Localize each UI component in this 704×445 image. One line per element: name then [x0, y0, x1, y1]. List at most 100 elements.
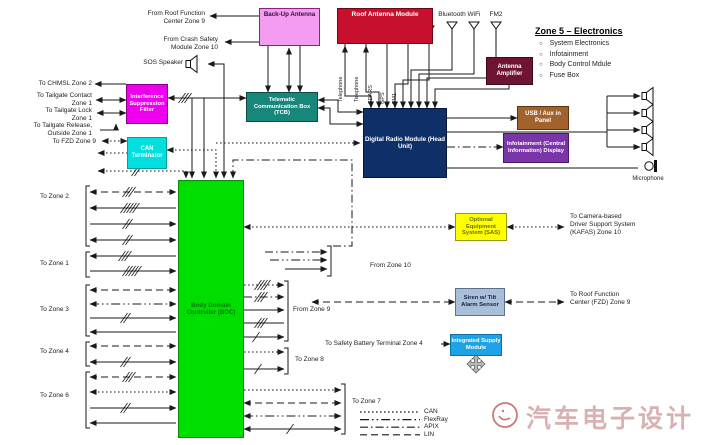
- wire-hatch: [120, 312, 128, 324]
- wire-hatch: [122, 186, 130, 198]
- wire-hatch: [123, 202, 131, 214]
- wire-49: [284, 347, 289, 375]
- watermark-logo: [492, 402, 518, 428]
- wire-80: [85, 371, 90, 429]
- wire-hatch: [254, 363, 262, 375]
- microphone-icon: [644, 160, 657, 172]
- wire-hatch: [260, 279, 268, 291]
- speaker-icon-4: [641, 137, 654, 157]
- legend-label-APIX: APIX: [424, 423, 439, 431]
- wire-40: [327, 245, 332, 277]
- body-domain-controller: Body Domain Controller (BDC): [178, 180, 244, 438]
- to-zone-4: To Zone 4: [40, 348, 69, 355]
- roof-antenna-module: Roof Antenna Module: [337, 8, 433, 44]
- supply-connector-icon: [466, 354, 486, 374]
- wire-46: [284, 280, 289, 342]
- legend-label-LIN: LIN: [424, 430, 435, 438]
- wire-hatch: [260, 291, 268, 303]
- wire-25: [416, 44, 475, 109]
- wire-67: [85, 251, 90, 278]
- wire-hatch: [122, 265, 130, 277]
- legend-label-CAN: CAN: [424, 408, 438, 415]
- zone5-item-label: System Electronics: [549, 40, 610, 47]
- wire-hatch: [286, 423, 294, 435]
- zone5-item-3: ○Fuse Box: [535, 71, 665, 82]
- to-zone-7: To Zone 7: [352, 398, 381, 405]
- wire-72: [85, 284, 90, 337]
- wire-hatch: [122, 218, 130, 230]
- sdars-label: SDARS: [368, 85, 374, 104]
- wire-hatch: [254, 279, 262, 291]
- wire-22: [392, 46, 409, 109]
- wire-hatch: [131, 265, 139, 277]
- wire-hatch: [257, 317, 265, 329]
- to-tailgate-contact: To Tailgate Contact Zone 1: [36, 92, 92, 108]
- optional-equipment-sas: Optional Equipment System (SAS): [455, 213, 507, 241]
- to-safety-battery: To Safety Battery Terminal Zone 4: [325, 340, 423, 347]
- wire-75: [85, 341, 90, 367]
- to-zone-6: To Zone 6: [40, 392, 69, 399]
- speaker-icon-2: [641, 103, 654, 123]
- wire-hatch: [128, 265, 136, 277]
- antenna-amplifier: Antenna Amplifier: [486, 57, 533, 85]
- microphone-label: Microphone: [632, 176, 664, 182]
- wire-hatch: [124, 250, 132, 262]
- wire-7: [100, 123, 119, 131]
- wire-hatch: [120, 402, 128, 414]
- sos-speaker-label: SOS Speaker: [143, 59, 183, 66]
- zone5-item-1: ○Infotainment: [535, 50, 665, 61]
- wire-hatch: [134, 265, 142, 277]
- to-zone-3: To Zone 3: [40, 306, 69, 313]
- wire-hatch: [123, 356, 131, 368]
- wire-hatch: [129, 202, 137, 214]
- bluetooth-antenna-icon: [446, 21, 458, 44]
- wire-hatch: [120, 356, 128, 368]
- wire-hatch: [181, 92, 189, 104]
- speaker-icon-1: [641, 86, 654, 106]
- bluetooth-label: Bluetooth: [438, 11, 466, 18]
- zone5-item-label: Infotainment: [549, 50, 589, 58]
- wire-23: [400, 46, 430, 109]
- zone5-legend: Zone 5 – Electronics ○System Electronics…: [535, 26, 665, 81]
- to-fzd-zone9: To FZD Zone 9: [52, 138, 96, 145]
- to-zone-2: To Zone 2: [40, 193, 69, 200]
- wire-27: [432, 85, 510, 109]
- wire-hatch: [125, 265, 133, 277]
- from-zone-9: From Zone 9: [293, 306, 331, 313]
- to-tailgate-release: To Tailgate Release, Outside Zone 1: [33, 122, 92, 138]
- wire-2: [207, 61, 227, 179]
- digital-radio-module: Digital Radio Module (Head Unit): [363, 108, 447, 178]
- siren-tilt-alarm: Siren w/ Tilt Alarm Sensor: [455, 288, 505, 316]
- wire-20: [363, 45, 382, 109]
- wire-24: [408, 44, 453, 109]
- can-terminator: CAN Terminator: [127, 137, 167, 169]
- to-tailgate-lock: To Tailgate Lock Zone 1: [45, 107, 93, 123]
- integrated-supply-module: Integrated Supply Module: [450, 334, 502, 356]
- wire-1: [224, 39, 271, 93]
- from-zone-10: From Zone 10: [370, 262, 411, 269]
- wire-hatch: [125, 234, 133, 246]
- wire-hatch: [263, 279, 271, 291]
- wire-hatch: [178, 92, 186, 104]
- telephone-1-label: Telephone: [338, 76, 344, 102]
- wire-hatch: [184, 92, 192, 104]
- wire-hatch: [120, 202, 128, 214]
- wire-hatch: [123, 312, 131, 324]
- to-chmsl-zone2: To CHMSL Zone 2: [38, 80, 92, 87]
- wire-hatch: [125, 371, 133, 383]
- wire-12: [166, 147, 219, 179]
- telematic-communication-box: Telematic Communication Box (TCB): [246, 92, 318, 122]
- from-roof-function-center: From Roof Function Center Zone 9: [147, 10, 205, 26]
- wire-hatch: [123, 402, 131, 414]
- to-zone-8: To Zone 8: [295, 356, 324, 363]
- wire-54: [341, 383, 346, 435]
- wire-hatch: [128, 186, 136, 198]
- legend-label-FlexRay: FlexRay: [424, 415, 448, 423]
- speaker-icon-3: [641, 120, 654, 140]
- wifi-label: WiFi: [467, 11, 481, 18]
- wire-hatch: [132, 202, 140, 214]
- zone5-item-label: Body Control Mdule: [549, 61, 612, 68]
- wire-hatch: [122, 234, 130, 246]
- wire-hatch: [257, 291, 265, 303]
